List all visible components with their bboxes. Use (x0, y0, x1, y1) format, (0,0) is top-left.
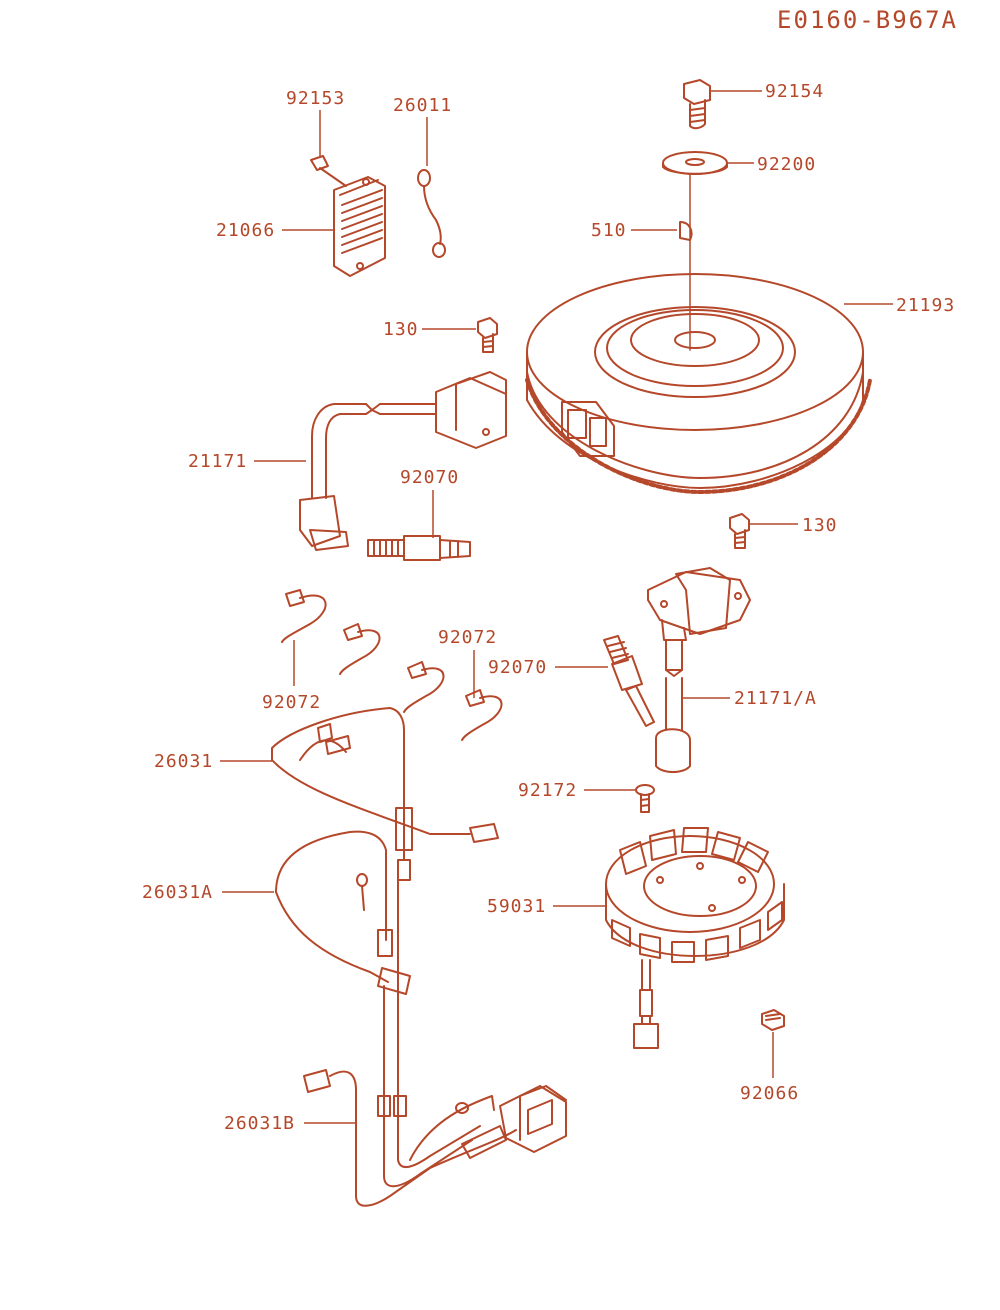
part-number-92070-top: 92070 (400, 467, 459, 488)
label-92072-left[interactable]: 92072 (262, 640, 321, 713)
spark-plug-92070-top-drawing (367, 535, 471, 561)
screw-92153-drawing (310, 155, 347, 187)
label-92154[interactable]: 92154 (710, 81, 824, 102)
part-number-21171: 21171 (188, 451, 247, 472)
part-number-59031: 59031 (487, 896, 546, 917)
part-number-92154: 92154 (765, 81, 824, 102)
part-number-26011: 26011 (393, 95, 452, 116)
part-number-92066: 92066 (740, 1083, 799, 1104)
bolt-92154-drawing (683, 79, 711, 130)
ground-lead-26011-drawing (417, 169, 446, 258)
nut-92066-drawing (761, 1009, 785, 1031)
part-number-92070-right: 92070 (488, 657, 547, 678)
part-number-26031A: 26031A (142, 882, 213, 903)
label-21066[interactable]: 21066 (216, 220, 334, 241)
label-26031B[interactable]: 26031B (224, 1113, 356, 1134)
label-92070-right[interactable]: 92070 (488, 657, 608, 678)
label-59031[interactable]: 59031 (487, 896, 605, 917)
harness-26031A-drawing (275, 830, 411, 1091)
part-number-510: 510 (591, 220, 627, 241)
diagram-code: E0160-B967A (777, 6, 958, 34)
part-number-130-top: 130 (383, 319, 419, 340)
washer-92200-drawing (662, 151, 728, 175)
part-number-130-right: 130 (802, 515, 838, 536)
ignition-coil-21171-drawing (299, 371, 507, 551)
part-number-21171A: 21171/A (734, 688, 817, 709)
harness-26031-drawing (271, 707, 499, 881)
label-26031A[interactable]: 26031A (142, 882, 274, 903)
label-92072-right[interactable]: 92072 (438, 627, 497, 698)
part-number-92072-left: 92072 (262, 692, 321, 713)
spark-plug-92070-right-drawing (603, 635, 655, 727)
part-number-26031: 26031 (154, 751, 213, 772)
label-21171[interactable]: 21171 (188, 451, 306, 472)
label-130-right[interactable]: 130 (748, 515, 838, 536)
label-92070-top[interactable]: 92070 (400, 467, 459, 538)
label-21171A[interactable]: 21171/A (682, 688, 817, 709)
flywheel-21193-drawing (525, 273, 872, 494)
label-21193[interactable]: 21193 (844, 295, 955, 316)
part-number-21193: 21193 (896, 295, 955, 316)
label-92153[interactable]: 92153 (286, 88, 345, 156)
label-26011[interactable]: 26011 (393, 95, 452, 166)
stator-59031-drawing (605, 827, 785, 1049)
part-number-21066: 21066 (216, 220, 275, 241)
screw-92172-drawing (635, 784, 655, 813)
part-number-92200: 92200 (757, 154, 816, 175)
part-number-92172: 92172 (518, 780, 577, 801)
label-92172[interactable]: 92172 (518, 780, 636, 801)
label-26031[interactable]: 26031 (154, 751, 272, 772)
part-number-92153: 92153 (286, 88, 345, 109)
regulator-21066-drawing (333, 176, 386, 277)
bolt-130-right-drawing (729, 513, 750, 549)
bolt-130-top-drawing (477, 317, 498, 353)
label-130-top[interactable]: 130 (383, 319, 476, 340)
clips-92072-drawing (281, 589, 503, 741)
label-510[interactable]: 510 (591, 220, 677, 241)
label-92200[interactable]: 92200 (728, 154, 816, 175)
ignition-coil-21171A-drawing (647, 567, 751, 773)
part-number-92072-right: 92072 (438, 627, 497, 648)
harness-26031B-drawing (303, 1069, 567, 1207)
part-number-26031B: 26031B (224, 1113, 295, 1134)
label-92066[interactable]: 92066 (740, 1032, 799, 1104)
